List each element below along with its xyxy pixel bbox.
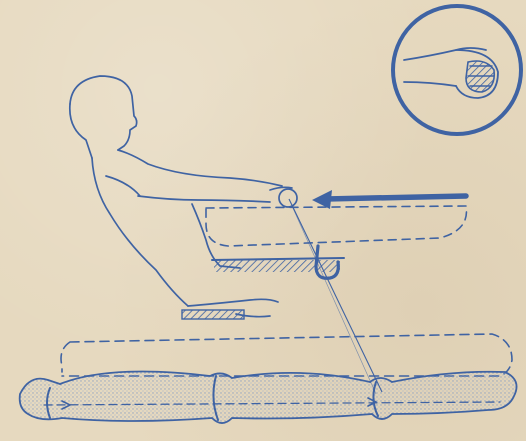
pull-line-secondary bbox=[292, 206, 376, 394]
rower-figure bbox=[70, 76, 297, 317]
footrest bbox=[182, 310, 244, 319]
rigger-dashed-frame bbox=[206, 206, 466, 246]
hull-dashed-outline bbox=[61, 334, 512, 376]
pull-line bbox=[289, 199, 382, 392]
clenched-fist-icon bbox=[393, 6, 521, 134]
oar-shaft bbox=[20, 372, 517, 424]
